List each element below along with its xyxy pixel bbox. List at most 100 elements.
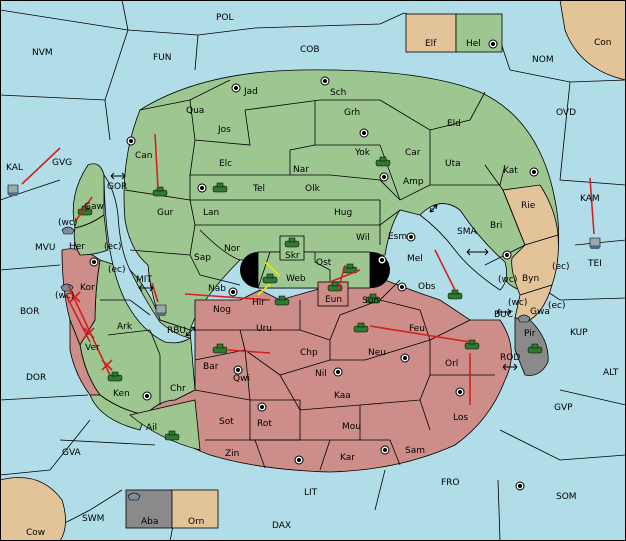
label-kam: KAM	[580, 194, 600, 204]
move-arrow	[337, 264, 346, 291]
supply-center[interactable]	[380, 445, 390, 455]
army-unit[interactable]	[353, 322, 369, 333]
supply-center[interactable]	[406, 232, 416, 242]
label-eun: Eun	[325, 295, 342, 305]
army-unit[interactable]	[212, 182, 228, 193]
supply-center[interactable]	[455, 387, 465, 397]
supply-center[interactable]	[397, 282, 407, 292]
orders	[21, 133, 595, 405]
label-nil: Nil	[315, 369, 327, 379]
label-gva: GVA	[62, 448, 82, 458]
label-nom: NOM	[532, 55, 554, 65]
fleet-unit[interactable]	[7, 184, 19, 196]
move-arrow	[434, 249, 456, 291]
army-unit[interactable]	[152, 186, 168, 197]
supply-center[interactable]	[89, 257, 99, 267]
label-mou: Mou	[342, 422, 361, 432]
fleet-unit[interactable]	[589, 237, 601, 249]
label-orl: Orl	[445, 359, 458, 369]
label-ail: Ail	[146, 423, 157, 433]
label-pir: Pir	[524, 329, 536, 339]
fleet-unit[interactable]	[517, 314, 531, 323]
region-orn[interactable]	[171, 489, 219, 529]
label-neu: Neu	[368, 348, 386, 358]
label-mvu: MVU	[35, 243, 56, 253]
label-tei: TEI	[587, 259, 602, 269]
supply-center[interactable]	[377, 255, 387, 265]
region-pir[interactable]	[514, 317, 549, 376]
supply-center[interactable]	[197, 183, 207, 193]
label-wc-byn: (wc)	[498, 275, 517, 285]
label-sot: Sot	[219, 417, 234, 427]
label-swm: SWM	[82, 514, 104, 524]
move-arrow	[154, 133, 159, 189]
region-cow[interactable]	[0, 477, 66, 541]
label-her: Her	[69, 242, 85, 252]
label-kor: Kor	[80, 283, 95, 293]
supply-center[interactable]	[294, 455, 304, 465]
sea-labels: POL FUN NVM COB NOM OVD Con KAL GVG GOR …	[6, 13, 619, 538]
army-unit[interactable]	[464, 339, 480, 350]
army-unit[interactable]	[284, 237, 300, 248]
label-obs: Obs	[418, 282, 436, 292]
label-kup: KUP	[570, 328, 588, 338]
army-unit[interactable]	[212, 343, 228, 354]
supply-center[interactable]	[359, 128, 369, 138]
move-arrow	[65, 294, 91, 343]
label-sma: SMA	[457, 227, 477, 237]
supply-center[interactable]	[142, 391, 152, 401]
supply-center[interactable]	[257, 402, 267, 412]
supply-center[interactable]	[400, 353, 410, 363]
label-nog: Nog	[213, 305, 231, 315]
supply-center[interactable]	[320, 76, 330, 86]
label-wc-kor: (wc)	[55, 291, 74, 301]
army-unit[interactable]	[342, 263, 358, 274]
supply-center[interactable]	[488, 39, 498, 49]
fleet-unit[interactable]	[127, 492, 141, 501]
label-esm: Esm	[388, 232, 407, 242]
region-her[interactable]	[73, 214, 109, 256]
supply-center[interactable]	[502, 250, 512, 260]
label-sam: Sam	[405, 446, 425, 456]
label-alt: ALT	[603, 368, 619, 378]
label-sun: Sun	[362, 296, 379, 306]
supply-center[interactable]	[126, 136, 136, 146]
region-sma-lake[interactable]	[419, 203, 508, 291]
label-wc-gwa: (wc)	[508, 298, 527, 308]
fleet-unit[interactable]	[155, 304, 167, 316]
army-unit[interactable]	[262, 273, 278, 284]
label-feu: Feu	[409, 324, 425, 334]
supply-center[interactable]	[233, 365, 243, 375]
army-unit[interactable]	[107, 371, 123, 382]
army-unit[interactable]	[274, 295, 290, 306]
army-unit[interactable]	[375, 156, 391, 167]
label-bri: Bri	[490, 221, 502, 231]
label-nor: Nor	[224, 244, 240, 254]
fleet-unit[interactable]	[61, 226, 75, 235]
supply-center[interactable]	[333, 367, 343, 377]
army-unit[interactable]	[527, 343, 543, 354]
supply-center[interactable]	[228, 287, 238, 297]
label-mel: Mel	[407, 254, 423, 264]
label-rot: Rot	[257, 419, 272, 429]
label-ec-her: (ec)	[104, 242, 122, 252]
label-gor: GOR	[107, 182, 127, 192]
army-unit[interactable]	[447, 289, 463, 300]
army-unit[interactable]	[164, 430, 180, 441]
label-gvg: GVG	[52, 158, 72, 168]
supply-centers	[89, 39, 539, 491]
supply-center[interactable]	[231, 83, 241, 93]
supply-center[interactable]	[529, 167, 539, 177]
label-fun: FUN	[153, 53, 172, 63]
label-jad: Jad	[243, 87, 258, 97]
supply-center[interactable]	[515, 481, 525, 491]
supply-center[interactable]	[379, 172, 389, 182]
label-ec-gwa: (ec)	[548, 301, 566, 311]
label-uru: Uru	[256, 324, 272, 334]
army-unit[interactable]	[365, 293, 381, 304]
label-nar: Nar	[293, 165, 309, 175]
label-sch: Sch	[330, 88, 346, 98]
region-mit-lake[interactable]	[103, 173, 191, 344]
